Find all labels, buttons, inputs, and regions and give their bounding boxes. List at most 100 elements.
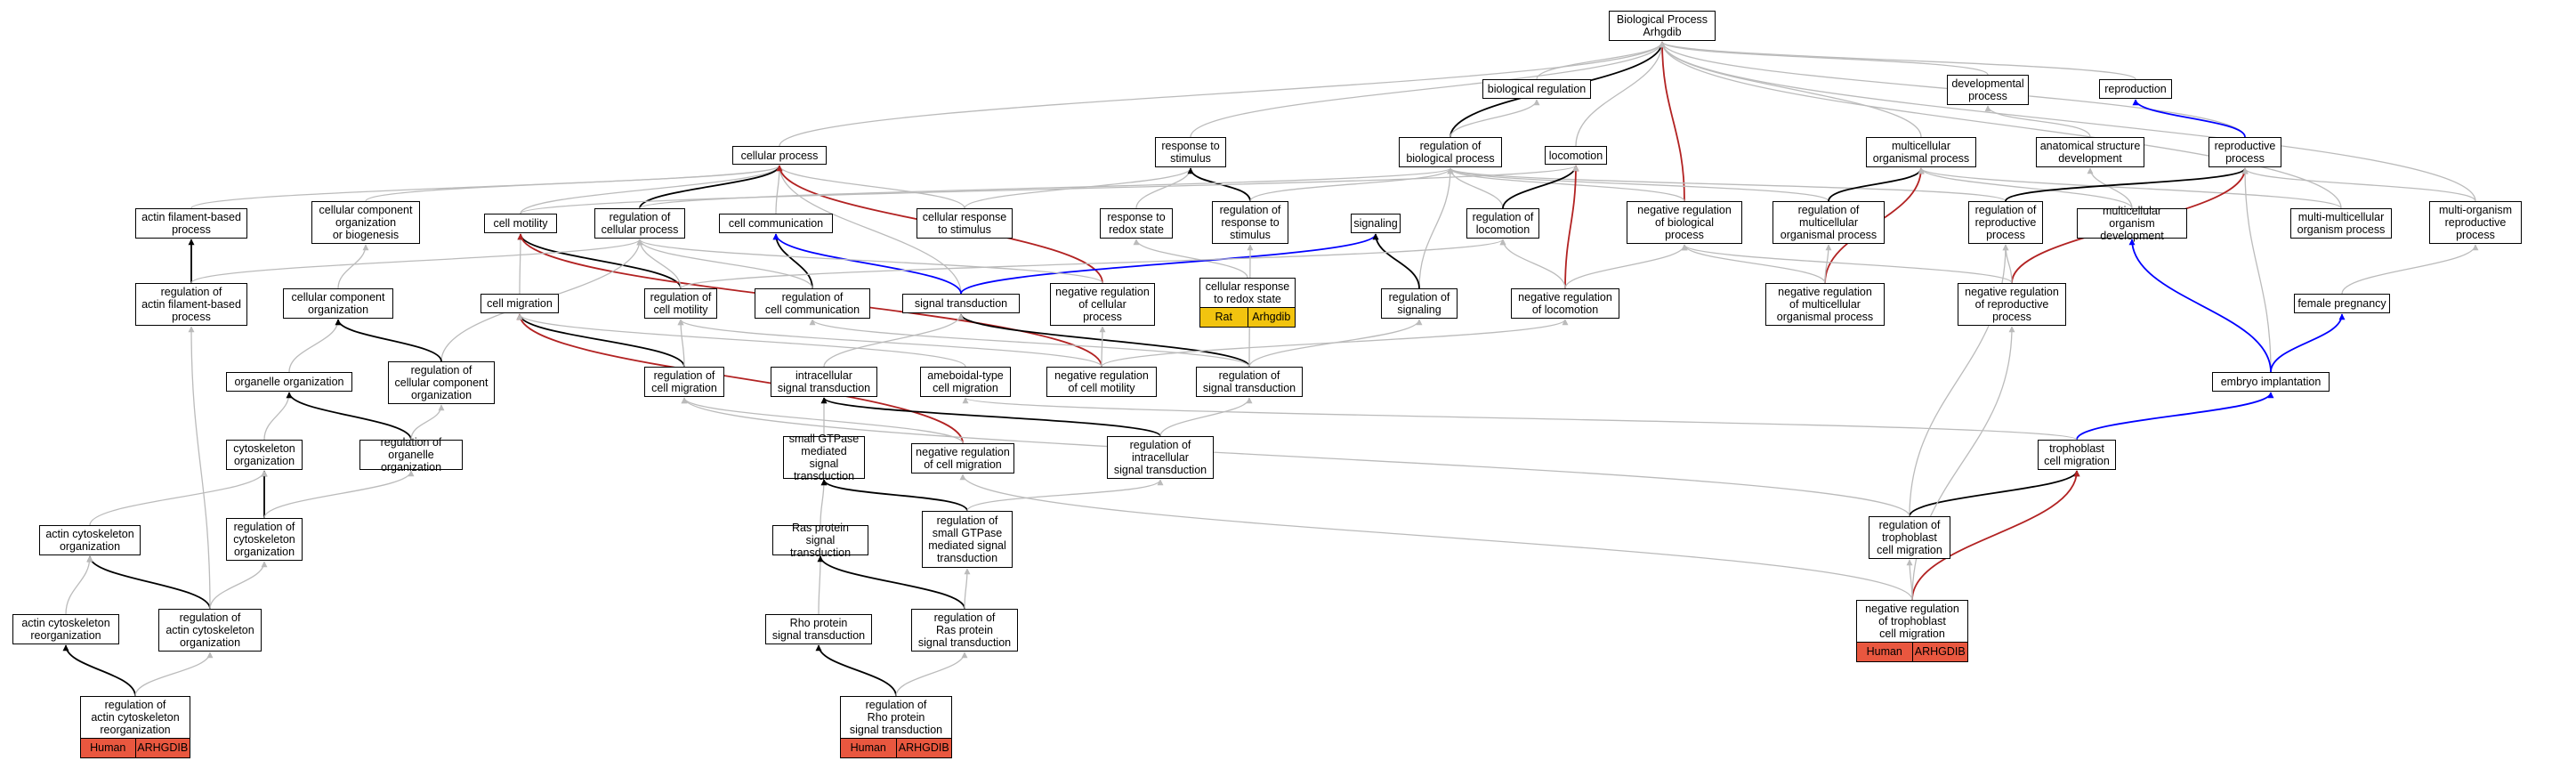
go-term-regulation-of-locomotion[interactable]: regulation of locomotion	[1466, 208, 1539, 239]
go-term-negative-regulation-of-biological-process[interactable]: negative regulation of biological proces…	[1627, 201, 1742, 244]
go-term-regulation-of-small-gtpase-mediated-signal-transduction[interactable]: regulation of small GTPase mediated sign…	[922, 511, 1013, 568]
go-term-actin-filament-based-process[interactable]: actin filament-based process	[135, 208, 247, 239]
species-tag: Human	[850, 741, 886, 754]
go-term-regulation-of-actin-filament-based-process[interactable]: regulation of actin filament-based proce…	[135, 283, 247, 326]
edge-rst-to-rcc	[809, 319, 1250, 368]
species-tag: Rat	[1215, 311, 1232, 323]
go-term-cellular-component-organization[interactable]: cellular component organization	[283, 288, 393, 319]
edge-ei-to-rp	[2241, 167, 2272, 373]
edge-acm-to-cmig	[516, 313, 966, 368]
edge-acr-to-aco	[65, 555, 93, 615]
edge-oo-to-cco	[288, 319, 342, 373]
go-term-biological-process-arhgdib[interactable]: Biological Process Arhgdib	[1609, 11, 1716, 41]
go-term-intracellular-signal-transduction[interactable]: intracellular signal transduction	[771, 367, 877, 397]
go-term-signal-transduction[interactable]: signal transduction	[902, 294, 1020, 313]
go-term-actin-cytoskeleton-organization[interactable]: actin cytoskeleton organization	[39, 525, 141, 555]
go-term-response-to-stimulus[interactable]: response to stimulus	[1155, 137, 1226, 167]
go-term-negative-regulation-of-cellular-process[interactable]: negative regulation of cellular process	[1050, 283, 1155, 326]
go-term-regulation-of-rho-protein-signal-transduction[interactable]: regulation of Rho protein signal transdu…	[840, 696, 952, 739]
edge-cmig-to-cmot	[517, 233, 524, 295]
go-term-cytoskeleton-organization[interactable]: cytoskeleton organization	[226, 440, 303, 470]
go-term-embryo-implantation[interactable]: embryo implantation	[2212, 372, 2330, 392]
go-term-rho-protein-signal-transduction[interactable]: Rho protein signal transduction	[765, 614, 872, 644]
go-term-multicellular-organismal-process[interactable]: multicellular organismal process	[1866, 137, 1976, 167]
go-term-multi-organism-reproductive-process[interactable]: multi-organism reproductive process	[2429, 201, 2522, 244]
go-term-trophoblast-cell-migration[interactable]: trophoblast cell migration	[2038, 440, 2116, 470]
go-term-regulation-of-signaling[interactable]: regulation of signaling	[1381, 288, 1458, 319]
edge-racr-to-acr	[62, 644, 136, 697]
edge-nrrp-to-rrp	[2002, 244, 2013, 284]
go-term-ameboidal-type-cell-migration[interactable]: ameboidal-type cell migration	[920, 367, 1011, 397]
go-term-signaling[interactable]: signaling	[1351, 214, 1401, 233]
go-term-cellular-process[interactable]: cellular process	[732, 146, 827, 165]
edge-repro-to-bp	[1659, 41, 2136, 80]
go-term-organelle-organization[interactable]: organelle organization	[226, 372, 352, 392]
go-term-negative-regulation-of-cell-migration[interactable]: negative regulation of cell migration	[911, 443, 1014, 474]
go-term-regulation-of-trophoblast-cell-migration[interactable]: regulation of trophoblast cell migration	[1869, 516, 1950, 559]
edge-raco-to-rafb	[188, 326, 211, 610]
go-term-multi-multicellular-organism-process[interactable]: multi-multicellular organism process	[2290, 208, 2392, 239]
edge-nrtcm-to-tcm	[1911, 470, 2080, 601]
edge-mod-to-asd	[2087, 167, 2133, 209]
edge-crs-to-resp	[964, 167, 1194, 209]
go-term-regulation-of-organelle-organization[interactable]: regulation of organelle organization	[359, 436, 463, 474]
go-term-regulation-of-signal-transduction[interactable]: regulation of signal transduction	[1196, 367, 1303, 397]
edge-aco-to-co	[89, 470, 268, 526]
edge-ei-to-mod	[2128, 239, 2272, 373]
go-term-regulation-of-cellular-process[interactable]: regulation of cellular process	[594, 208, 685, 239]
go-term-reproductive-process[interactable]: reproductive process	[2209, 137, 2281, 167]
go-term-cell-motility[interactable]: cell motility	[484, 214, 557, 233]
edge-rrps-to-rsgtp	[964, 568, 971, 610]
go-term-actin-cytoskeleton-reorganization[interactable]: actin cytoskeleton reorganization	[12, 614, 119, 644]
go-term-locomotion[interactable]: locomotion	[1545, 146, 1607, 165]
go-term-regulation-of-multicellular-organismal-process[interactable]: regulation of multicellular organismal p…	[1773, 201, 1885, 244]
go-term-regulation-of-reproductive-process[interactable]: regulation of reproductive process	[1968, 201, 2043, 244]
go-term-cellular-response-to-stimulus[interactable]: cellular response to stimulus	[917, 208, 1013, 239]
go-term-regulation-of-cell-motility[interactable]: regulation of cell motility	[644, 288, 717, 319]
go-term-developmental-process[interactable]: developmental process	[1947, 75, 2029, 105]
edge-rcc-to-ccomm	[772, 233, 813, 289]
go-term-reproduction[interactable]: reproduction	[2099, 79, 2172, 99]
go-term-female-pregnancy[interactable]: female pregnancy	[2294, 294, 2390, 313]
go-term-regulation-of-response-to-stimulus[interactable]: regulation of response to stimulus	[1212, 201, 1288, 244]
go-term-regulation-of-cytoskeleton-organization[interactable]: regulation of cytoskeleton organization	[226, 518, 303, 561]
go-term-regulation-of-cell-communication[interactable]: regulation of cell communication	[755, 288, 870, 319]
go-term-regulation-of-actin-cytoskeleton-reorganization[interactable]: regulation of actin cytoskeleton reorgan…	[80, 696, 190, 739]
go-term-ras-protein-signal-transduction[interactable]: Ras protein signal transduction	[772, 522, 868, 559]
edge-rrp-to-regbp	[1447, 167, 2007, 202]
go-term-regulation-of-ras-protein-signal-transduction[interactable]: regulation of Ras protein signal transdu…	[911, 609, 1018, 652]
go-term-cell-migration[interactable]: cell migration	[480, 294, 559, 313]
go-term-negative-regulation-of-cell-motility[interactable]: negative regulation of cell motility	[1046, 367, 1157, 397]
edge-rsig-to-regbp	[1418, 167, 1454, 289]
go-term-negative-regulation-of-reproductive-process[interactable]: negative regulation of reproductive proc…	[1958, 283, 2066, 326]
go-term-negative-regulation-of-locomotion[interactable]: negative regulation of locomotion	[1511, 288, 1619, 319]
go-term-cellular-response-to-redox-state[interactable]: cellular response to redox state	[1199, 278, 1296, 308]
go-term-negative-regulation-of-trophoblast-cell-migration[interactable]: negative regulation of trophoblast cell …	[1856, 600, 1968, 643]
edge-nrcp-to-regcp	[636, 239, 1103, 284]
go-term-small-gtpase-mediated-signal-transduction[interactable]: small GTPase mediated signal transductio…	[783, 433, 865, 482]
go-term-cell-communication[interactable]: cell communication	[719, 214, 833, 233]
go-term-biological-regulation[interactable]: biological regulation	[1482, 79, 1591, 99]
go-term-response-to-redox-state[interactable]: response to redox state	[1100, 208, 1173, 239]
go-term-negative-regulation-of-multicellular-organismal-process[interactable]: negative regulation of multicellular org…	[1765, 283, 1885, 326]
go-term-regulation-of-cell-migration[interactable]: regulation of cell migration	[644, 367, 724, 397]
go-term-regulation-of-actin-cytoskeleton-organization[interactable]: regulation of actin cytoskeleton organiz…	[158, 609, 262, 652]
go-term-multicellular-organism-development[interactable]: multicellular organism development	[2077, 205, 2187, 242]
edge-tcm-to-acm	[962, 397, 2078, 441]
edge-rcc-to-regcp	[636, 239, 813, 289]
gene-tag: ARHGDIB	[895, 739, 952, 757]
go-term-anatomical-structure-development[interactable]: anatomical structure development	[2036, 137, 2144, 167]
go-term-cellular-component-organization-or-biogenesis[interactable]: cellular component organization or bioge…	[311, 201, 420, 244]
edge-regrs-to-regbp	[1249, 167, 1454, 202]
edge-nrtcm-to-nrcmig	[959, 474, 1913, 601]
go-term-regulation-of-biological-process[interactable]: regulation of biological process	[1399, 137, 1502, 167]
edge-nrloco-to-loco	[1564, 165, 1579, 289]
edge-rist-to-rst	[1159, 397, 1253, 437]
edge-nrcmig-to-cmig	[516, 313, 964, 444]
go-term-regulation-of-cellular-component-organization[interactable]: regulation of cellular component organiz…	[388, 361, 495, 404]
go-term-regulation-of-intracellular-signal-transduction[interactable]: regulation of intracellular signal trans…	[1107, 436, 1214, 479]
edge-st-to-cellp	[776, 165, 962, 295]
